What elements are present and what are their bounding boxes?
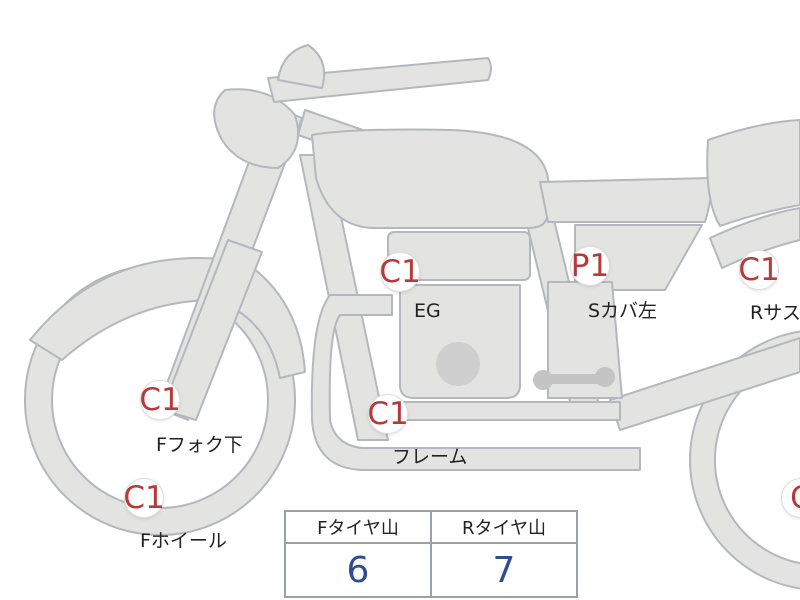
tire-table-value-row: 6 7	[284, 542, 578, 598]
grade-badge-front-fork-lower: C1	[139, 380, 181, 420]
grade-badge-engine: C1	[379, 252, 421, 292]
part-label-side-cover-left: Sカバ左	[588, 300, 658, 322]
part-label-frame: フレーム	[392, 446, 468, 468]
front-tire-tread-value: 6	[284, 542, 432, 598]
seat	[539, 177, 713, 223]
exhaust-pipe	[310, 294, 641, 471]
engine-block	[399, 284, 521, 399]
tire-tread-table: Fタイヤ山 Rタイヤ山 6 7	[284, 510, 578, 598]
handlebar	[267, 57, 492, 103]
grade-badge-side-cover-left: P1	[570, 246, 610, 286]
part-label-rear-suspension: Rサス	[750, 302, 800, 324]
fuel-tank	[311, 128, 549, 229]
part-label-front-wheel: Fホイール	[140, 530, 227, 552]
fork-lower	[161, 239, 263, 421]
front-tire-tread-header: Fタイヤ山	[284, 510, 432, 544]
tire-table-header-row: Fタイヤ山 Rタイヤ山	[284, 510, 578, 544]
grade-badge-front-wheel: C1	[123, 478, 165, 518]
grade-badge-rear-suspension: C1	[738, 250, 780, 290]
rear-tire-tread-value: 7	[430, 542, 578, 598]
part-label-engine: EG	[414, 300, 441, 322]
brake-linkage	[533, 367, 615, 390]
seat-hump	[706, 119, 800, 227]
part-label-front-fork-lower: Fフォク下	[156, 434, 243, 456]
grade-badge-frame: C1	[367, 394, 409, 434]
engine-cover	[436, 342, 480, 386]
meter-cluster	[277, 44, 326, 89]
rear-tire-tread-header: Rタイヤ山	[430, 510, 578, 544]
frame-lower-rail	[379, 401, 621, 421]
